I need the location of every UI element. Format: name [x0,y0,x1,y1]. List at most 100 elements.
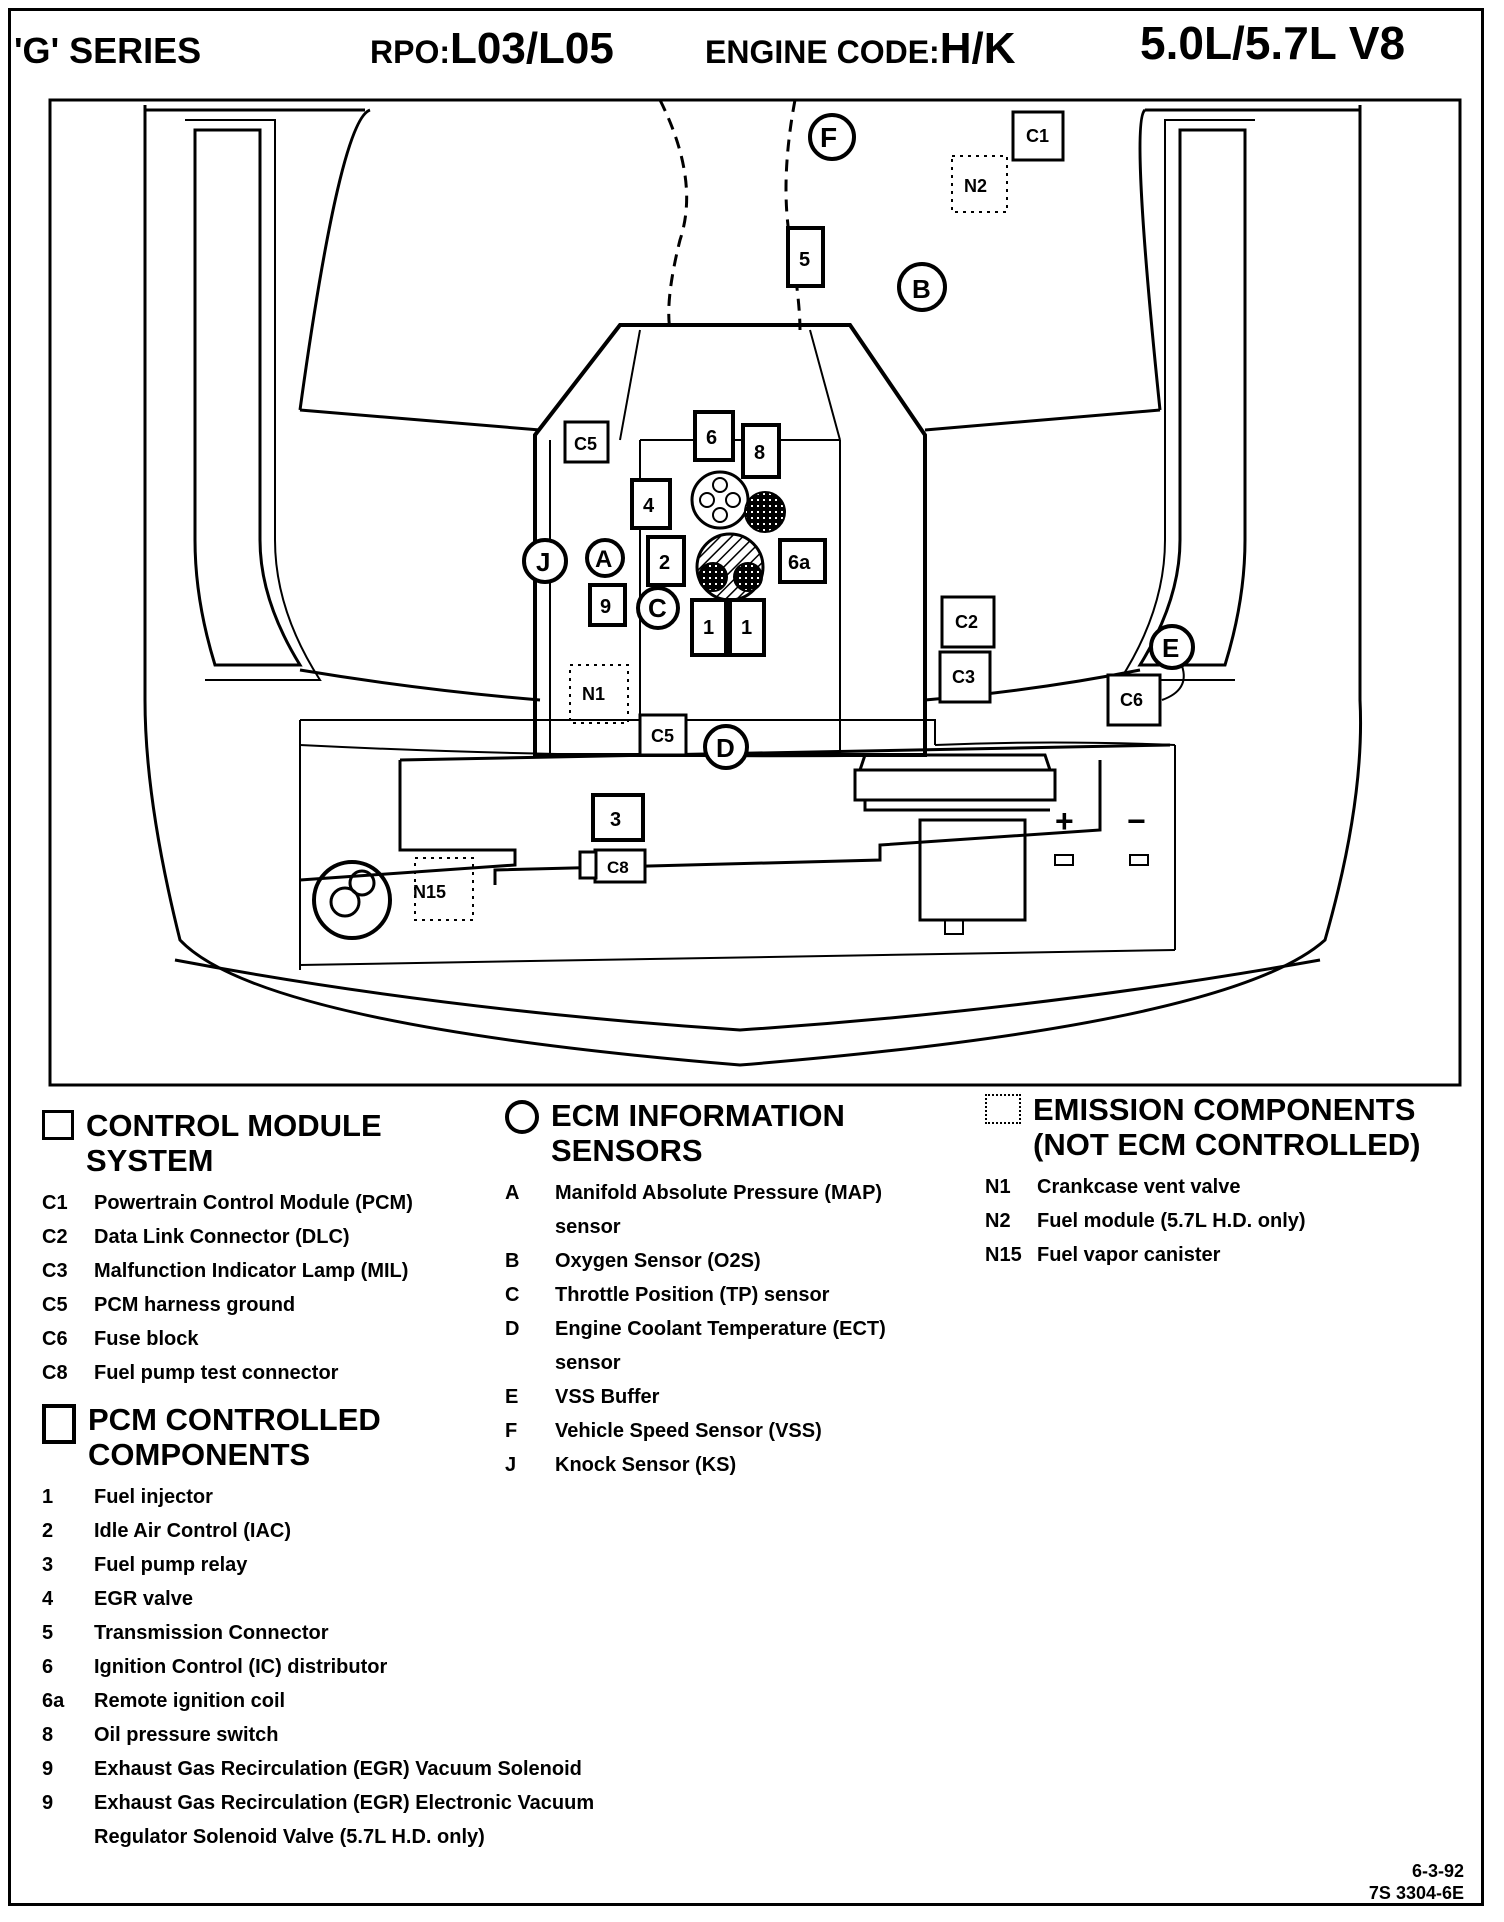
box-1a [690,598,728,657]
displacement-label: 5.0L/5.7L V8 [1140,17,1406,69]
engine-compartment-diagram: + − [48,98,1462,1087]
box-c5-top [563,420,610,464]
oil-filler [744,491,786,533]
label-n1: N1 [582,684,605,704]
circle-c [636,586,680,630]
engine-code-label: ENGINE CODE:H/K [705,24,1016,73]
series-label: 'G' SERIES [14,30,202,71]
label-n15: N15 [413,882,446,902]
label-1b: 1 [741,617,752,639]
label-c3: C3 [952,667,975,687]
label-2: 2 [659,552,670,574]
box-8 [741,423,781,479]
label-9: 9 [600,596,611,618]
page-border [8,8,1484,1906]
label-6a: 6a [788,552,811,574]
circle-b [897,262,947,312]
label-8: 8 [754,442,765,464]
box-9 [588,583,627,627]
label-6: 6 [706,427,717,449]
air-box [918,818,1027,922]
label-c5-top: C5 [574,434,597,454]
rpo-label: RPO:L03/L05 [370,24,614,73]
label-b: B [912,274,931,304]
box-5 [786,226,825,288]
right-wheel-well [1137,128,1247,667]
stamp-code: 7S 3304-6E [1368,1883,1464,1903]
label-e: E [1162,633,1179,663]
circle-f [808,113,856,161]
circle-d [703,724,749,770]
label-n2: N2 [964,176,987,196]
left-wheel-well [193,128,303,667]
box-c2 [940,595,996,649]
diagram-frame [48,98,1462,1087]
box-n1 [569,664,629,724]
label-a: A [595,546,612,573]
box-4 [630,478,672,530]
pcm-controlled-title: PCM CONTROLLED COMPONENTS [88,1402,381,1472]
battery-minus: − [1127,803,1146,839]
box-3 [591,793,645,842]
label-5: 5 [799,249,810,271]
square-symbol-icon [42,1404,76,1444]
circle-e [1149,624,1195,670]
bumper-line [174,958,1321,1032]
stamp-date: 6-3-92 [1411,1861,1464,1881]
box-c1 [1011,110,1065,162]
circle-j [522,538,568,584]
label-c: C [648,593,667,623]
label-c5-bottom: C5 [651,726,674,746]
box-6 [693,410,735,462]
label-c8: C8 [607,858,629,877]
emission-title: EMISSION COMPONENTS (NOT ECM CONTROLLED) [1033,1092,1421,1162]
canister-outer [312,860,392,940]
box-6a [778,538,827,584]
square-symbol-icon [42,1110,74,1140]
label-c6: C6 [1120,690,1143,710]
box-2 [646,535,686,587]
label-j: J [536,547,550,577]
box-c8 [593,848,647,884]
label-3: 3 [610,809,621,831]
body-outline [143,105,1363,1067]
label-c2: C2 [955,612,978,632]
label-4: 4 [643,495,655,517]
battery-top [853,768,1057,802]
box-c6 [1106,673,1162,727]
control-module-title: CONTROL MODULE SYSTEM [86,1108,382,1178]
label-f: F [820,122,837,153]
box-n15 [414,857,474,921]
box-1b [728,598,766,657]
label-1a: 1 [703,617,714,639]
box-n2 [951,155,1008,213]
box-c5-bottom [638,713,688,757]
